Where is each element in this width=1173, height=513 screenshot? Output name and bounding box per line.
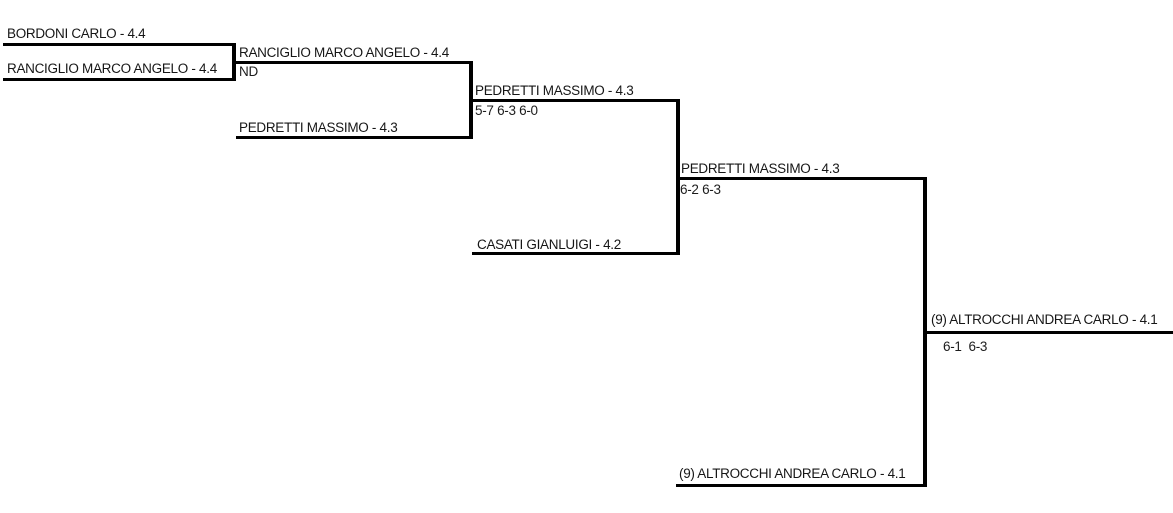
player-name-altrocchi: (9) ALTROCCHI ANDREA CARLO - 4.1 [679,466,906,481]
match2-winner-name: PEDRETTI MASSIMO - 4.3 [475,83,634,98]
match4-score: 6-1 6-3 [943,339,988,354]
player-name-pedretti: PEDRETTI MASSIMO - 4.3 [239,120,398,135]
match1-winner-name: RANCIGLIO MARCO ANGELO - 4.4 [239,45,449,60]
match1-connector-line [232,43,236,81]
match1-player-top-line [3,43,236,46]
match3-player-top-line [472,99,680,102]
match2-score: 5-7 6-3 6-0 [475,103,538,118]
match2-player-bottom-line [236,136,472,139]
match2-connector-line [469,61,473,139]
match1-score: ND [239,64,258,79]
match3-score: 6-2 6-3 [680,182,721,197]
player-name-casati: CASATI GIANLUIGI - 4.2 [477,237,621,252]
match3-winner-name: PEDRETTI MASSIMO - 4.3 [681,161,840,176]
match4-player-top-line [676,177,927,180]
match1-player-bottom-line [3,78,236,81]
player-name-bordoni: BORDONI CARLO - 4.4 [7,26,146,41]
match3-player-bottom-line [472,252,680,255]
final-winner-line [923,331,1173,334]
match2-player-top-line [236,61,472,64]
match4-player-bottom-line [676,484,927,487]
player-name-ranciglio: RANCIGLIO MARCO ANGELO - 4.4 [7,61,217,76]
match4-winner-name: (9) ALTROCCHI ANDREA CARLO - 4.1 [931,312,1158,327]
